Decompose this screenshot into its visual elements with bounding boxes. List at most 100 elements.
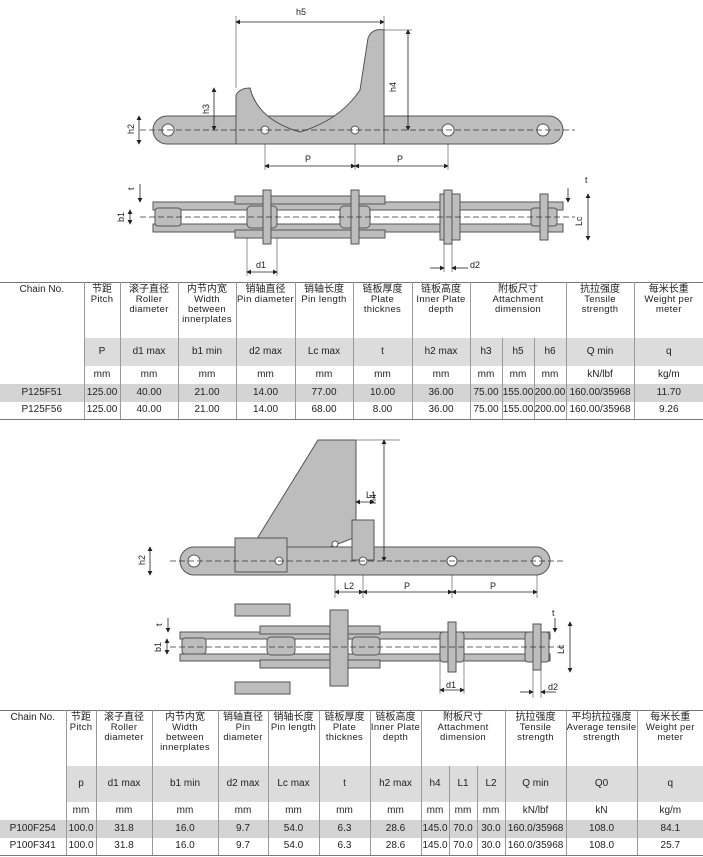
unit-cell: mm: [501, 365, 535, 384]
unit-cell: kN/lbf: [565, 365, 635, 384]
pitch-label-2: P: [397, 154, 403, 164]
unit-cell: mm: [420, 801, 450, 820]
value-cell: 14.00: [235, 401, 296, 420]
value-cell: 160.00/35968: [565, 383, 635, 402]
top-view-bottom: [179, 603, 551, 695]
pitch-label-1: P: [305, 154, 311, 164]
unit-cell: kg/m: [636, 801, 703, 820]
symbol-cell: L1: [448, 765, 478, 802]
symbol-cell: P: [84, 337, 121, 366]
d2-label-b: d2: [548, 682, 558, 692]
h3-label: h3: [201, 104, 211, 114]
unit-cell: mm: [151, 801, 219, 820]
symbol-cell: q: [633, 337, 703, 366]
value-cell: 84.1: [636, 819, 703, 838]
unit-cell: mm: [177, 365, 237, 384]
h4-label: h4: [388, 82, 398, 92]
chain-drawing-bottom: h4 L1 h2 L2 P P t b1 t Lc d1: [137, 439, 573, 698]
value-cell: 40.00: [119, 383, 179, 402]
t-label-b-right: t: [552, 608, 555, 618]
unit-cell: mm: [267, 801, 320, 820]
l2-label: L2: [344, 581, 354, 591]
unit-cell: kg/m: [633, 365, 703, 384]
symbol-cell: t: [318, 765, 371, 802]
d1-label: d1: [256, 260, 266, 270]
symbol-cell: d1 max: [95, 765, 153, 802]
symbol-cell: b1 min: [151, 765, 219, 802]
unit-cell: mm: [533, 365, 567, 384]
d1-label-b: d1: [446, 680, 456, 690]
value-cell: 160.00/35968: [565, 401, 635, 420]
unit-cell: mm: [352, 365, 413, 384]
symbol-cell: L2: [476, 765, 506, 802]
table-row: P100F341 100.0 31.8 16.0 9.7 54.0 6.3 28…: [0, 837, 703, 856]
symbol-cell: Q min: [565, 337, 635, 366]
chain-no-cell: P100F341: [0, 837, 67, 856]
value-cell: 54.0: [267, 837, 320, 856]
value-cell: 100.0: [65, 819, 97, 838]
side-view-bottom: [179, 439, 551, 576]
h4-label-b: h4: [368, 494, 378, 504]
value-cell: 75.00: [469, 383, 503, 402]
t-label-right: t: [585, 175, 588, 185]
chain-no-cell: P125F56: [0, 401, 85, 420]
symbol-cell: q: [636, 765, 703, 802]
unit-cell: mm: [84, 365, 121, 384]
table-row: P125F56 125.00 40.00 21.00 14.00 68.00 8…: [0, 401, 703, 420]
unit-cell: mm: [318, 801, 371, 820]
value-cell: 9.7: [217, 819, 269, 838]
value-cell: 145.0: [420, 819, 450, 838]
d2-label: d2: [470, 260, 480, 270]
unit-cell: mm: [448, 801, 478, 820]
value-cell: 70.0: [448, 819, 478, 838]
value-cell: 28.6: [369, 837, 422, 856]
symbol-cell: Lc max: [294, 337, 354, 366]
symbol-cell: b1 min: [177, 337, 237, 366]
value-cell: 31.8: [95, 819, 153, 838]
unit-cell: mm: [476, 801, 506, 820]
unit-cell: mm: [294, 365, 354, 384]
value-cell: 200.00: [533, 383, 567, 402]
t-label-b: t: [154, 623, 164, 626]
value-cell: 108.0: [565, 819, 638, 838]
unit-cell: mm: [235, 365, 296, 384]
symbol-cell: Q min: [504, 765, 567, 802]
lc-label: Lc: [574, 216, 584, 226]
value-cell: 9.7: [217, 837, 269, 856]
value-cell: 6.3: [318, 819, 371, 838]
value-cell: 21.00: [177, 401, 237, 420]
value-cell: 16.0: [151, 819, 219, 838]
pitch-label-b1: P: [404, 581, 410, 591]
unit-cell: mm: [217, 801, 269, 820]
value-cell: 25.7: [636, 837, 703, 856]
value-cell: 75.00: [469, 401, 503, 420]
value-cell: 14.00: [235, 383, 296, 402]
value-cell: 77.00: [294, 383, 354, 402]
h2-label-b: h2: [137, 555, 147, 565]
chain-no-cell: P125F51: [0, 383, 85, 402]
value-cell: 68.00: [294, 401, 354, 420]
value-cell: 200.00: [533, 401, 567, 420]
h2-label: h2: [126, 124, 136, 134]
value-cell: 11.70: [633, 383, 703, 402]
l1-label: L1: [366, 490, 376, 500]
value-cell: 125.00: [83, 383, 121, 402]
value-cell: 160.0/35968: [504, 819, 567, 838]
value-cell: 145.0: [420, 837, 450, 856]
value-cell: 30.0: [476, 819, 506, 838]
unit-cell: kN/lbf: [504, 801, 567, 820]
value-cell: 10.00: [352, 383, 413, 402]
